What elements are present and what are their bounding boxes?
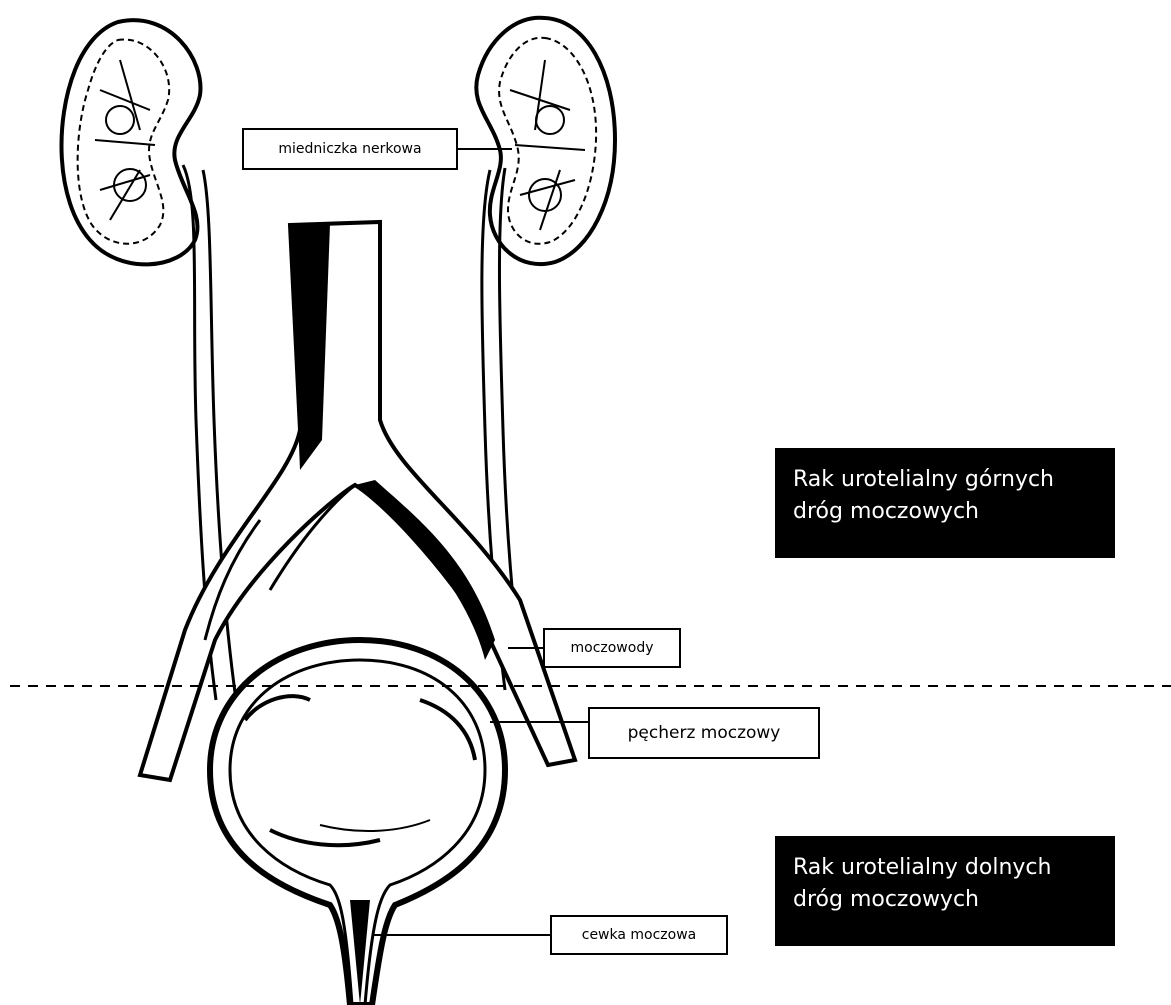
upper-tract-line1: Rak urotelialny górnych — [793, 464, 1097, 496]
bladder-text: pęcherz moczowy — [628, 723, 781, 743]
urethra-label: cewka moczowa — [550, 915, 728, 955]
ureters-label: moczowody — [543, 628, 681, 668]
upper-tract-line2: dróg moczowych — [793, 496, 1097, 528]
ureters-text: moczowody — [570, 640, 653, 656]
left-kidney — [61, 20, 200, 264]
renal-pelvis-label: miedniczka nerkowa — [242, 128, 458, 170]
upper-tract-region-box: Rak urotelialny górnych dróg moczowych — [775, 448, 1115, 558]
urethra-text: cewka moczowa — [582, 927, 697, 943]
bladder-label: pęcherz moczowy — [588, 707, 820, 759]
renal-pelvis-text: miedniczka nerkowa — [278, 141, 421, 157]
lower-tract-region-box: Rak urotelialny dolnych dróg moczowych — [775, 836, 1115, 946]
right-kidney — [476, 18, 615, 264]
lower-tract-line2: dróg moczowych — [793, 884, 1097, 916]
bladder-drawing — [210, 640, 505, 1005]
lower-tract-line1: Rak urotelialny dolnych — [793, 852, 1097, 884]
